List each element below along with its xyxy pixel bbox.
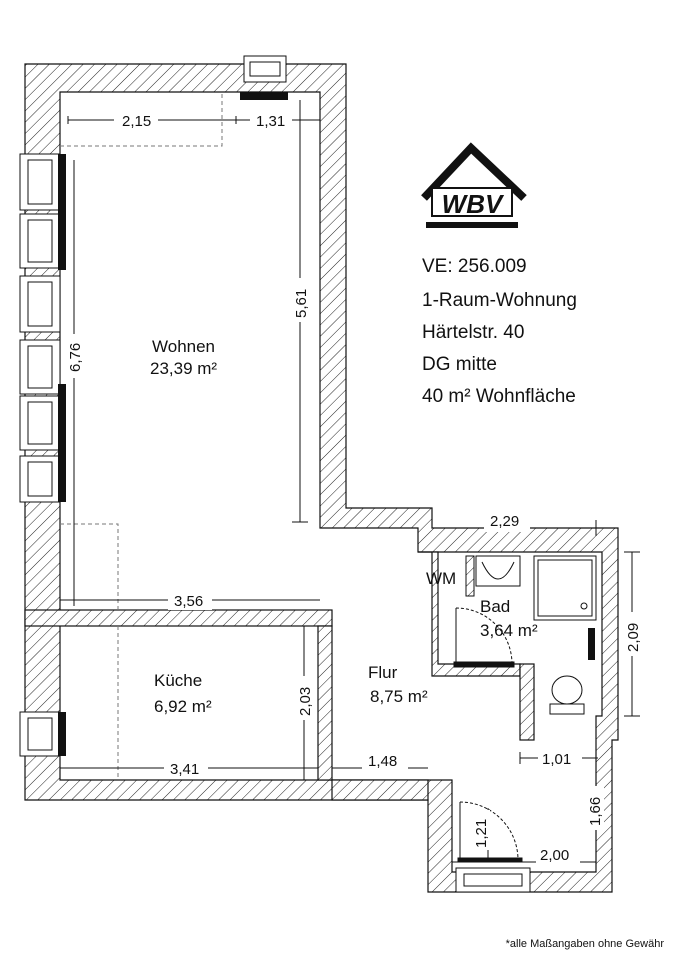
room-bad-area: 3,64 m² <box>480 621 538 640</box>
room-bad-name: Bad <box>480 597 510 616</box>
door-bad <box>453 607 515 668</box>
dim-1-66: 1,66 <box>587 797 604 826</box>
logo-text: WBV <box>442 189 505 219</box>
room-wm-name: WM <box>426 569 456 588</box>
wall-flur-bottom <box>331 779 429 801</box>
wall-wohnen-kueche <box>24 609 333 627</box>
info-floor: DG mitte <box>422 354 497 375</box>
dim-2-15: 2,15 <box>122 113 151 130</box>
dim-3-56: 3,56 <box>174 593 203 610</box>
dim-5-61: 5,61 <box>293 289 310 318</box>
shower <box>533 555 597 621</box>
dim-2-00: 2,00 <box>540 847 569 864</box>
wall-kueche-flur <box>317 625 333 781</box>
dim-1-21: 1,21 <box>473 819 490 848</box>
window-bottom <box>455 867 531 893</box>
dim-1-01: 1,01 <box>542 751 571 768</box>
info-address: Härtelstr. 40 <box>422 322 525 343</box>
toilet <box>549 675 585 715</box>
dim-1-48: 1,48 <box>368 753 397 770</box>
room-wohnen-area: 23,39 m² <box>150 359 217 378</box>
dim-3-41: 3,41 <box>170 761 199 778</box>
dashed-outlines <box>60 92 223 780</box>
room-flur-area: 8,75 m² <box>370 687 428 706</box>
dim-6-76: 6,76 <box>67 343 84 372</box>
room-flur-name: Flur <box>368 663 398 682</box>
footnote: *alle Maßangaben ohne Gewähr <box>505 938 664 950</box>
wbv-logo: WBV <box>421 142 527 228</box>
wall-bad-right <box>519 663 535 741</box>
window-top <box>243 55 287 83</box>
dimension-labels: 2,15 1,31 5,61 6,76 3,56 2,03 3,41 1,48 … <box>66 110 642 864</box>
dim-2-03: 2,03 <box>297 687 314 716</box>
info-ve: VE: 256.009 <box>422 256 527 277</box>
room-kueche-name: Küche <box>154 671 202 690</box>
info-type: 1-Raum-Wohnung <box>422 290 577 311</box>
info-area: 40 m² Wohnfläche <box>422 386 576 407</box>
dim-1-31: 1,31 <box>256 113 285 130</box>
radiators <box>58 92 595 756</box>
room-kueche-area: 6,92 m² <box>154 697 212 716</box>
windows-left <box>19 153 61 757</box>
dim-2-29: 2,29 <box>490 513 519 530</box>
sink <box>475 555 521 587</box>
wall-wm <box>465 555 475 597</box>
room-wohnen-name: Wohnen <box>152 337 215 356</box>
dim-2-09: 2,09 <box>625 623 642 652</box>
